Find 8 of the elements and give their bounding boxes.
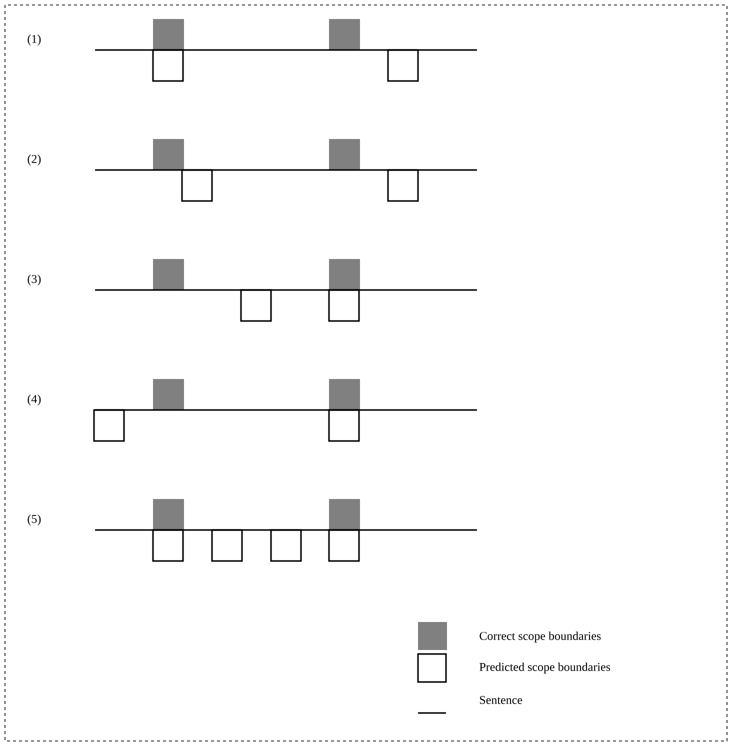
legend-text: Correct scope boundaries	[480, 632, 601, 642]
row-number: (5)	[28, 514, 41, 526]
row-number: (4)	[28, 394, 41, 406]
row-number: (3)	[28, 274, 41, 286]
legend-text: Predicted scope boundaries	[480, 662, 610, 674]
row-number: (2)	[28, 154, 41, 166]
legend-text: Sentence	[480, 696, 522, 704]
row-number: (1)	[28, 34, 41, 46]
